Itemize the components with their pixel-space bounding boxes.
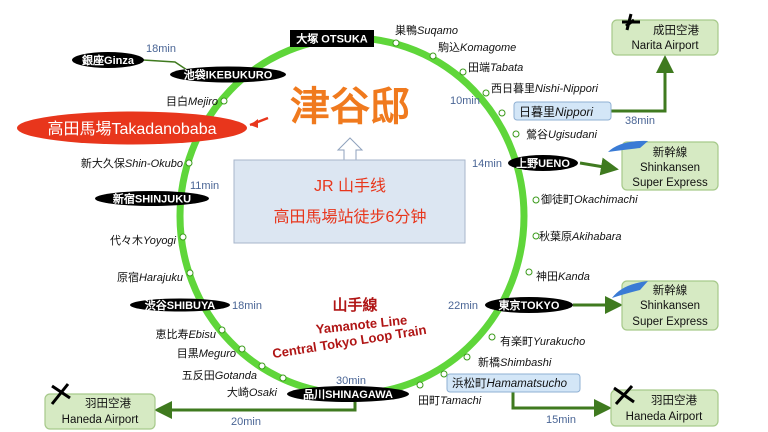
station-label: 鶯谷Ugisudani	[526, 127, 597, 141]
shinkansen1-jp: 新幹線	[653, 145, 688, 159]
narita-en: Narita Airport	[631, 40, 699, 52]
station-label: 五反田Gotanda	[182, 369, 257, 382]
station-shibuya[interactable]	[130, 298, 230, 312]
time-shinagawa: 30min	[336, 375, 366, 387]
station-label: 御徒町Okachimachi	[541, 192, 638, 206]
station-tokyo[interactable]	[485, 297, 573, 313]
time-ueno: 14min	[472, 158, 502, 170]
station-ginza-label: 銀座Ginza	[82, 53, 135, 67]
haneda-east-en: Haneda Airport	[626, 411, 704, 423]
station-shinagawa[interactable]	[287, 386, 409, 402]
station-shinagawa-label: 品川SHINAGAWA	[303, 388, 393, 401]
station-label: 神田Kanda	[536, 269, 590, 283]
station-ginza[interactable]	[72, 52, 144, 68]
station-label: 代々木Yoyogi	[110, 234, 177, 247]
station-tokyo-label: 東京TOKYO	[499, 298, 560, 312]
station-label: 秋葉原Akihabara	[539, 229, 622, 243]
bullet-train-icon	[612, 281, 648, 298]
destination-shinkansen-ueno[interactable]: 新幹線 Shinkansen Super Express	[608, 140, 719, 191]
station-label: 新橋Shimbashi	[478, 355, 552, 369]
destination-haneda-east[interactable]: 羽田空港 Haneda Airport	[610, 385, 719, 427]
station-shinjuku[interactable]	[95, 191, 209, 206]
station-label: 新大久保Shin-Okubo	[81, 156, 183, 170]
haneda-west-jp: 羽田空港	[85, 396, 131, 410]
station-otsuka[interactable]	[290, 30, 374, 47]
center-box-line1: JR 山手线	[314, 177, 386, 195]
station-ueno[interactable]	[508, 155, 578, 171]
minor-stations: 巣鴨Suqamo 駒込Komagome 田端Tabata 西日暮里Nishi-N…	[81, 23, 638, 407]
destination-haneda-west[interactable]: 羽田空港 Haneda Airport	[44, 383, 156, 430]
station-ikebukuro[interactable]	[170, 66, 286, 83]
shinkansen2-jp: 新幹線	[653, 283, 688, 297]
center-box-line2: 高田馬場站徒步6分钟	[274, 208, 427, 226]
station-label: 大崎Osaki	[227, 385, 278, 399]
station-ueno-label: 上野UENO	[516, 156, 570, 170]
station-label: 田端Tabata	[468, 61, 523, 74]
station-takadanobaba-label: 高田馬場Takadanobaba	[48, 120, 217, 138]
station-takadanobaba[interactable]	[17, 111, 247, 145]
line-label-jp: 山手線	[332, 296, 377, 314]
station-hamamatsucho-label: 浜松町Hamamatsucho	[452, 376, 568, 390]
station-label: 田町Tamachi	[418, 395, 482, 407]
travel-times: 18min 10min 38min 14min 22min 15min 30mi…	[146, 43, 655, 428]
station-label: 目白Mejiro	[166, 94, 218, 108]
station-label: 西日暮里Nishi-Nippori	[491, 81, 599, 95]
shinkansen1-en1: Shinkansen	[640, 162, 700, 174]
station-label: 目黒Meguro	[177, 347, 236, 360]
station-label: 巣鴨Suqamo	[395, 23, 458, 37]
time-hamamatsucho: 15min	[546, 414, 576, 426]
station-label: 駒込Komagome	[438, 41, 516, 54]
time-haneda-west: 20min	[231, 416, 261, 428]
time-tokyo: 22min	[448, 300, 478, 312]
shinkansen2-en1: Shinkansen	[640, 300, 700, 312]
airplane-icon	[50, 383, 71, 405]
haneda-east-arrow	[511, 392, 612, 417]
haneda-west-en: Haneda Airport	[62, 414, 140, 426]
time-narita: 38min	[625, 115, 655, 127]
station-label: 有楽町Yurakucho	[500, 334, 585, 348]
bullet-train-icon	[608, 140, 648, 152]
station-shinjuku-label: 新宿SHINJUKU	[113, 192, 191, 206]
station-hamamatsucho[interactable]	[446, 373, 581, 393]
station-label: 原宿Harajuku	[117, 270, 183, 284]
station-label: 恵比寿Ebisu	[155, 327, 216, 341]
station-dots	[179, 39, 540, 389]
ginza-connector	[142, 59, 191, 73]
station-nippori-label: 日暮里Nippori	[519, 105, 593, 119]
residence-title: 津谷邸	[290, 85, 410, 129]
time-nippori: 10min	[450, 95, 480, 107]
station-otsuka-label: 大塚 OTSUKA	[296, 32, 368, 46]
haneda-east-jp: 羽田空港	[651, 393, 697, 407]
station-ikebukuro-label: 池袋IKEBUKURO	[184, 68, 273, 82]
destination-shinkansen-tokyo[interactable]: 新幹線 Shinkansen Super Express	[612, 280, 719, 331]
center-up-arrow-icon	[336, 137, 364, 160]
time-ginza: 18min	[146, 43, 176, 55]
airplane-icon	[622, 13, 640, 31]
shinkansen2-en2: Super Express	[632, 316, 708, 328]
station-nippori[interactable]	[513, 101, 612, 121]
airplane-icon	[613, 385, 635, 405]
destination-narita[interactable]: 成田空港 Narita Airport	[611, 13, 719, 56]
center-info-box	[233, 159, 466, 244]
time-shibuya: 18min	[232, 300, 262, 312]
narita-jp: 成田空港	[653, 23, 699, 37]
narita-arrow	[611, 55, 674, 113]
haneda-west-arrow	[154, 401, 357, 419]
time-shinjuku: 11min	[190, 180, 219, 192]
shinkansen1-en2: Super Express	[632, 177, 708, 189]
station-shibuya-label: 渋谷SHIBUYA	[145, 298, 216, 312]
ueno-shinkansen-arrow	[579, 157, 619, 176]
